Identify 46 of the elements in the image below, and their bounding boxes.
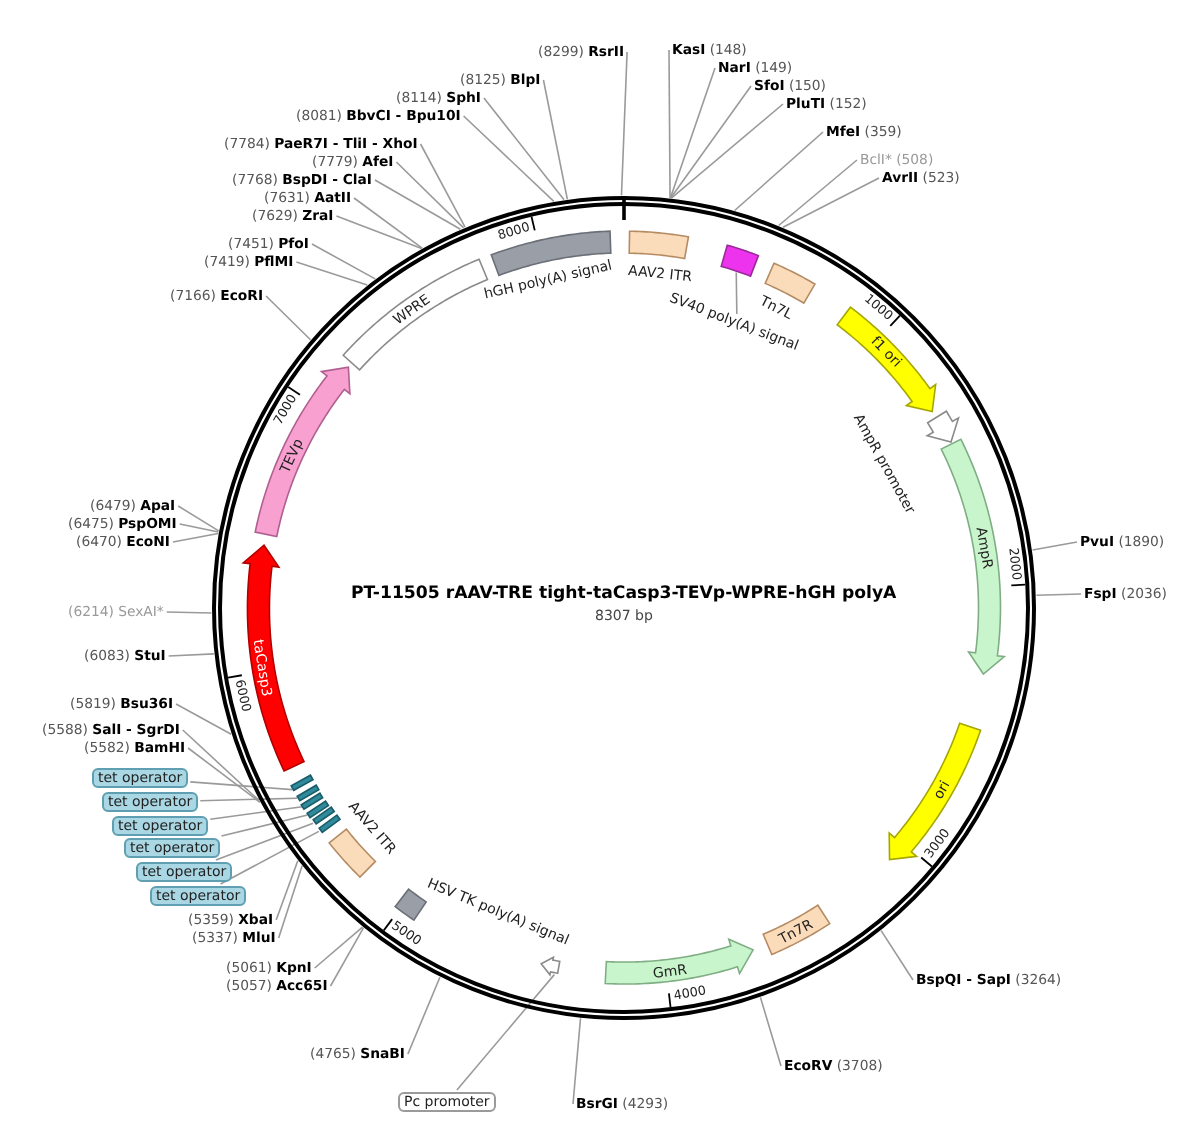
leader-line xyxy=(759,996,782,1067)
leader-line xyxy=(735,271,738,315)
leader-line xyxy=(572,1017,582,1105)
leader-line xyxy=(668,49,671,199)
leader-line xyxy=(215,822,314,861)
leader-line xyxy=(189,781,294,791)
leader-line xyxy=(178,523,220,533)
leader-line xyxy=(220,814,309,837)
leader-line xyxy=(175,703,232,736)
leader-line xyxy=(407,976,441,1055)
leader-line xyxy=(462,115,555,203)
leader-line xyxy=(880,929,914,981)
leader-line xyxy=(311,243,376,280)
leader-line xyxy=(335,215,423,250)
leader-line xyxy=(777,159,858,227)
leader-line xyxy=(669,67,716,199)
map-title: PT-11505 rAAV-TRE tight-taCasp3-TEVp-WPRE-hGH polyA xyxy=(351,584,897,604)
leader-line xyxy=(219,830,320,885)
leader-line xyxy=(669,85,752,199)
leader-line xyxy=(620,51,628,197)
leader-line xyxy=(483,97,565,201)
leader-line xyxy=(670,103,784,199)
leader-line xyxy=(374,179,462,230)
leader-line xyxy=(182,729,260,802)
leader-line xyxy=(295,261,369,286)
leader-line xyxy=(329,927,365,987)
leader-line xyxy=(187,747,261,804)
leader-line xyxy=(353,197,423,249)
leader-line xyxy=(313,926,364,969)
leader-line xyxy=(542,79,569,201)
leader-line xyxy=(265,295,312,341)
leader-line xyxy=(782,177,880,229)
leader-line xyxy=(177,505,220,532)
leader-line xyxy=(419,143,466,229)
leader-line xyxy=(395,161,465,229)
leader-line xyxy=(199,797,298,802)
leader-line xyxy=(277,865,303,939)
leader-line xyxy=(1031,541,1078,551)
leader-line xyxy=(167,653,215,657)
leader-line xyxy=(165,611,213,614)
leader-line xyxy=(275,859,299,921)
leader-line xyxy=(172,532,219,543)
leader-line xyxy=(209,805,304,820)
leader-line xyxy=(733,131,824,212)
leader-line xyxy=(456,973,556,1091)
leader-line xyxy=(1035,593,1082,597)
